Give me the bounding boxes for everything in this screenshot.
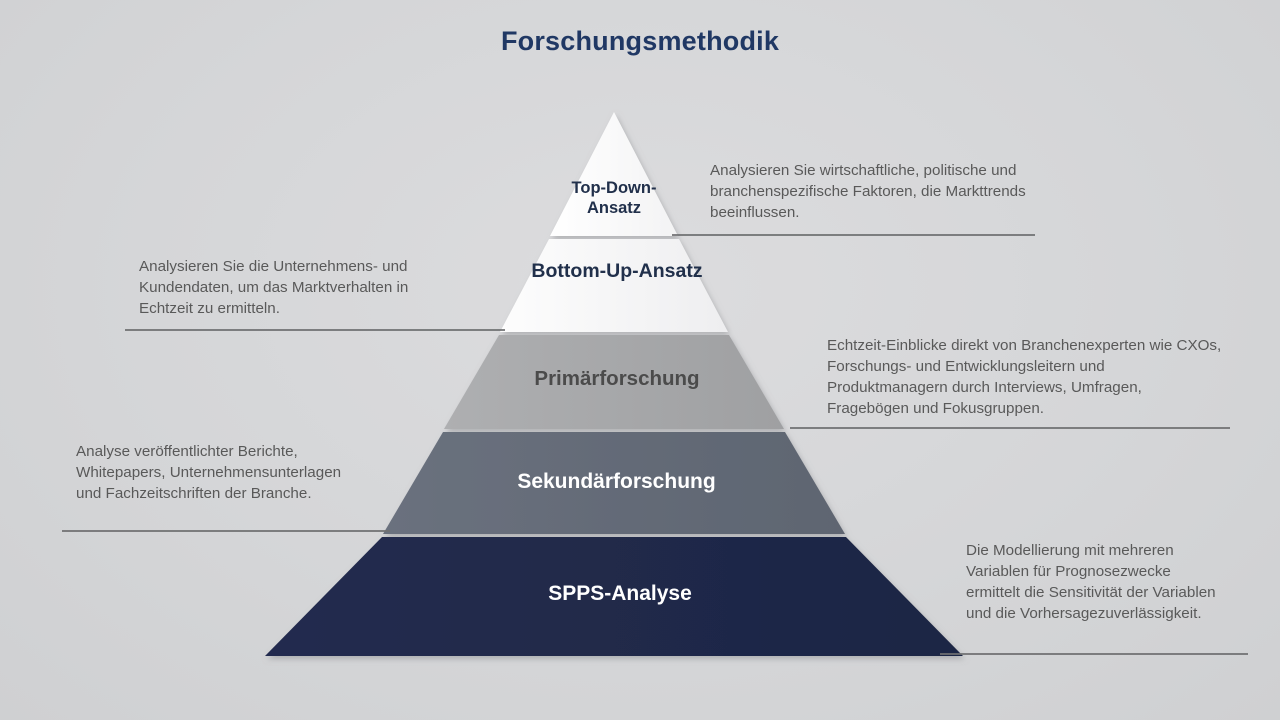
- description-sekundaerforschung: Analyse veröffentlichter Berichte, White…: [76, 443, 342, 502]
- description-primaerforschung: Echtzeit-Einblicke direkt von Branchenex…: [827, 337, 1222, 417]
- pyramid-level-bottom-up[interactable]: [500, 239, 728, 332]
- description-spps-analyse: Die Modellierung mit mehreren Variablen …: [966, 542, 1216, 622]
- pyramid-level-primaerforschung[interactable]: [444, 335, 784, 429]
- pyramid-level-sekundaerforschung[interactable]: [383, 432, 845, 534]
- pyramid-level-spps-analyse[interactable]: [265, 537, 963, 656]
- description-top-down: Analysieren Sie wirtschaftliche, politis…: [710, 162, 1026, 221]
- description-bottom-up: Analysieren Sie die Unternehmens- und Ku…: [139, 258, 409, 317]
- page-title: Forschungsmethodik: [500, 26, 780, 56]
- callout-connectors: [62, 234, 1248, 655]
- pyramid-level-top-down[interactable]: [550, 112, 678, 236]
